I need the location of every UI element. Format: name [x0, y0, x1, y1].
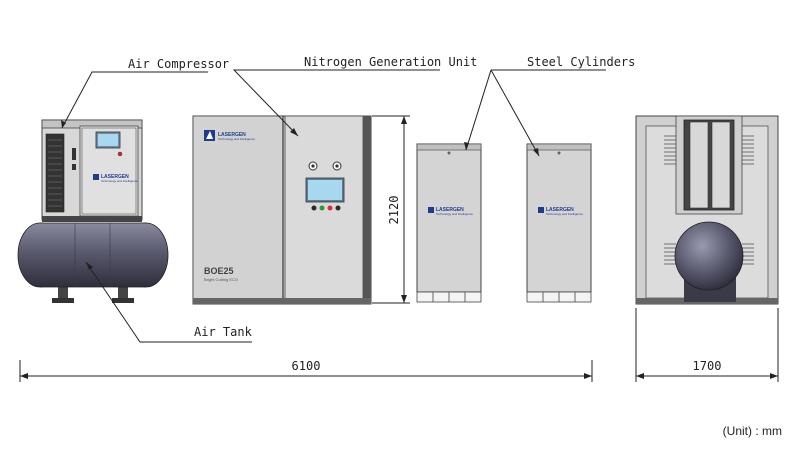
dimension-total-length: 6100: [19, 359, 593, 382]
dimension-depth: 1700: [635, 308, 779, 382]
side-view-assembly: [635, 115, 779, 305]
air-tank: [17, 222, 169, 303]
steel-cylinders-label: Steel Cylinders: [527, 55, 635, 69]
nitrogen-control-panel: [305, 161, 345, 211]
nitrogen-brand-logo: LASERGEN Technology and Intelligence: [204, 130, 255, 141]
cylinder2-brand-name: LASERGEN: [546, 207, 574, 213]
nitrogen-generation-unit: LASERGEN Technology and Intelligence BOE…: [192, 115, 372, 305]
air-compressor-unit: LASERGEN Technology and Intelligence: [17, 119, 169, 303]
cylinder1-brand-name: LASERGEN: [436, 207, 464, 213]
height-dimension-value: 2120: [387, 196, 401, 225]
steel-cylinder-1: LASERGEN Technology and Intelligence: [416, 143, 482, 303]
label-air-compressor: Air Compressor: [61, 57, 229, 129]
nitrogen-brand-name: LASERGEN: [218, 132, 246, 138]
air-tank-label: Air Tank: [194, 325, 253, 339]
label-steel-cylinders: Steel Cylinders: [464, 55, 635, 157]
total-length-dimension-value: 6100: [292, 359, 321, 373]
dimension-height: 2120: [372, 115, 410, 304]
compressor-brand-logo: LASERGEN Technology and Intelligence: [93, 174, 138, 183]
nitrogen-unit-label: Nitrogen Generation Unit: [304, 55, 477, 69]
label-nitrogen-unit: Nitrogen Generation Unit: [232, 55, 477, 137]
compressor-brand-tagline: Technology and Intelligence: [101, 179, 138, 183]
unit-note: (Unit) : mm: [723, 424, 782, 438]
nitrogen-model-label: BOE25: [204, 266, 234, 276]
cylinder2-brand-tagline: Technology and Intelligence: [546, 212, 583, 216]
compressor-brand-name: LASERGEN: [101, 174, 129, 180]
label-air-tank: Air Tank: [85, 261, 253, 343]
nitrogen-model-subtitle: Bright Cutting ECO: [204, 277, 238, 282]
depth-dimension-value: 1700: [693, 359, 722, 373]
nitrogen-brand-tagline: Technology and Intelligence: [218, 137, 255, 141]
air-compressor-label: Air Compressor: [128, 57, 229, 71]
steel-cylinder-2: LASERGEN Technology and Intelligence: [526, 143, 592, 303]
cylinder1-brand-tagline: Technology and Intelligence: [436, 212, 473, 216]
